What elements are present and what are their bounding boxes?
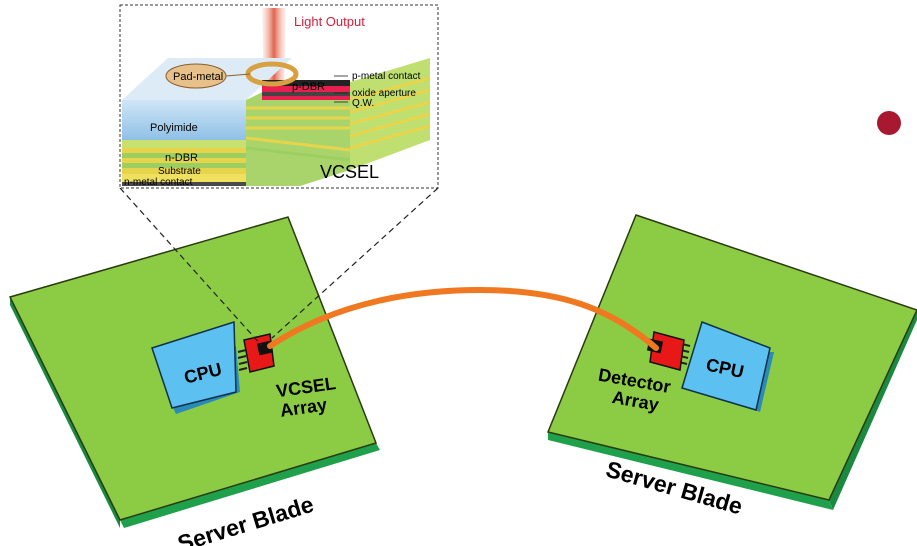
pad-metal-label: Pad-metal: [173, 71, 223, 83]
bullet-dot: [877, 111, 901, 135]
oxide-aperture-label: oxide aperture: [352, 88, 416, 99]
left-server-blade: CPU VCSEL Array Server Blade: [8, 216, 380, 546]
polyimide-label: Polyimide: [150, 122, 198, 134]
polyimide-front: [122, 100, 246, 140]
right-board-side-left: [548, 432, 833, 510]
substrate-label: Substrate: [158, 166, 201, 177]
n-metal-contact-label: n-metal contact: [124, 177, 193, 188]
layer-stack: [122, 58, 431, 186]
inset-title: VCSEL: [320, 162, 379, 182]
callout-line-left: [119, 187, 263, 347]
callout-line-right: [271, 187, 439, 339]
right-board-side-right: [829, 310, 917, 510]
light-output-label: Light Output: [294, 14, 365, 29]
optical-fiber: [267, 286, 659, 351]
right-server-blade: CPU Detector Array Server Blade: [546, 214, 917, 519]
qw-label: Q.W.: [352, 98, 374, 109]
left-cpu: [151, 320, 237, 409]
p-metal-contact-label: p-metal contact: [352, 71, 421, 82]
left-board-side-right: [120, 443, 380, 528]
right-cpu: [681, 321, 771, 411]
vcsel-inset: Light Output Pad-metal p-DBR p-metal con…: [119, 4, 439, 189]
vcsel-chip: [237, 333, 275, 373]
p-dbr-label: p-DBR: [292, 81, 325, 93]
n-dbr-label: n-DBR: [165, 152, 198, 164]
left-board-side-left: [10, 297, 120, 528]
